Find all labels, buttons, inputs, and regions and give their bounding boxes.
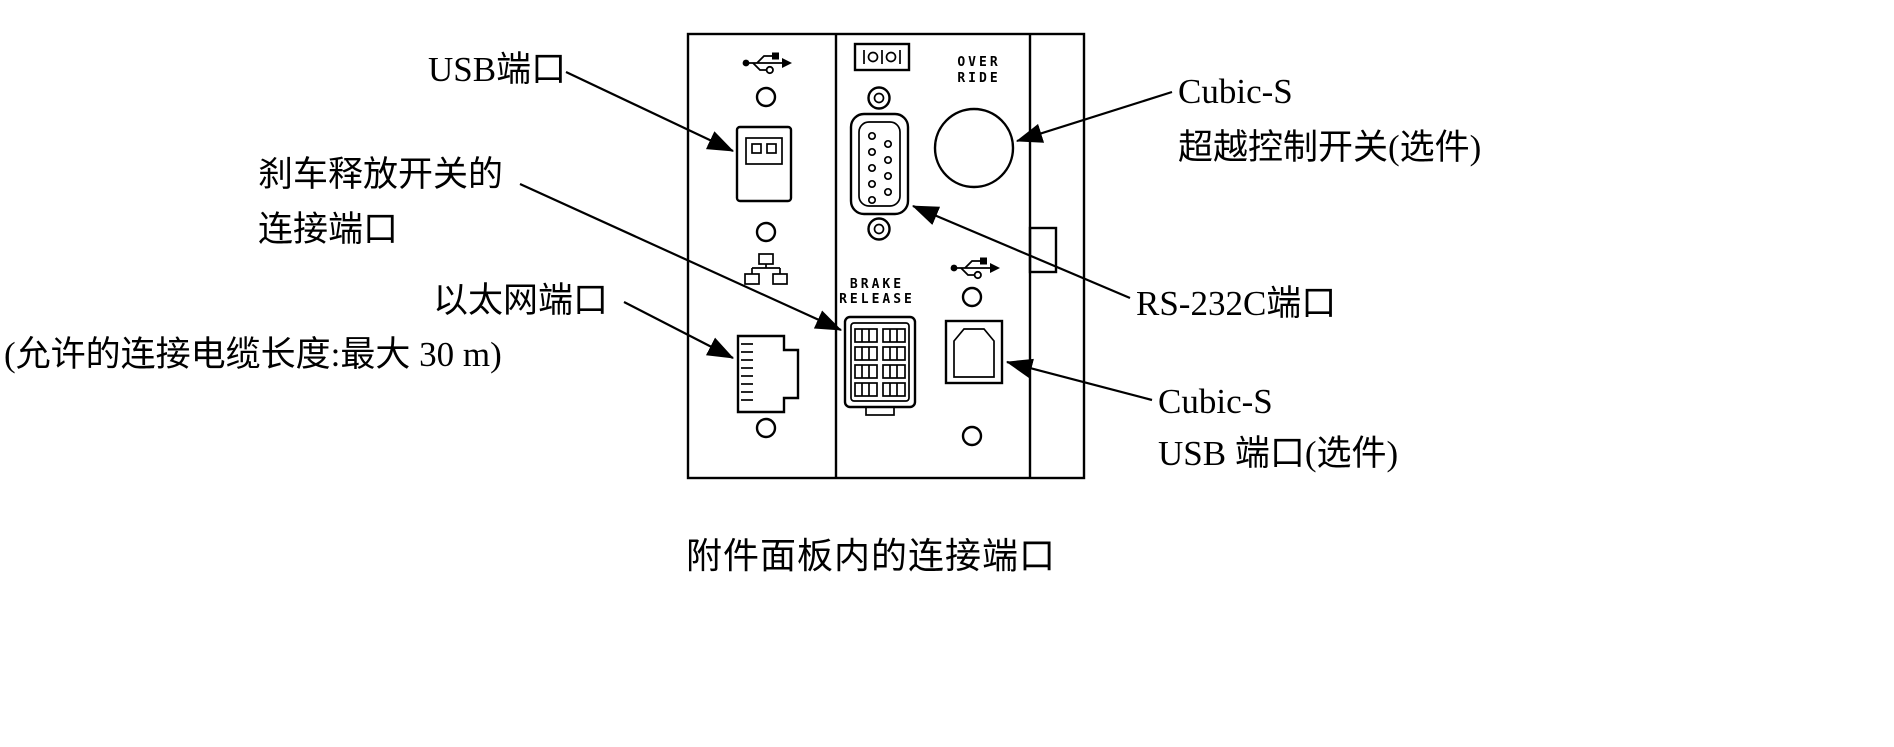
brake-release-connector xyxy=(843,315,917,416)
panel-outline xyxy=(686,32,1086,480)
label-override-line2: 超越控制开关(选件) xyxy=(1178,128,1482,167)
override-text-line1: OVER xyxy=(957,55,1000,70)
override-switch xyxy=(933,107,1015,189)
label-usb-port: USB端口 xyxy=(428,50,567,89)
screw-hole xyxy=(755,221,777,243)
screw-hole xyxy=(755,417,777,439)
label-ethernet-port: 以太网端口 xyxy=(433,281,609,320)
ethernet-port xyxy=(736,334,800,414)
ethernet-icon xyxy=(744,253,788,285)
usb-b-port xyxy=(944,319,1004,385)
usb-a-port xyxy=(735,125,793,203)
brake-release-arrow xyxy=(519,182,843,332)
rs232c-arrow xyxy=(911,204,1131,300)
callout-arrows xyxy=(519,71,1173,402)
screw-hole xyxy=(961,425,983,447)
screw-hole xyxy=(961,286,983,308)
figure-caption: 附件面板内的连接端口 xyxy=(686,536,1057,576)
rs232c-connector xyxy=(849,86,910,241)
usb-port-arrow xyxy=(565,71,734,152)
label-cubic-usb-line2: USB 端口(选件) xyxy=(1158,434,1399,473)
screw-hole xyxy=(755,86,777,108)
label-ethernet-note: (允许的连接电缆长度:最大 30 m) xyxy=(4,335,502,374)
usb-icon xyxy=(741,51,793,75)
label-brake-line2: 连接端口 xyxy=(258,210,399,249)
override-switch-arrow xyxy=(1015,90,1173,143)
brake-release-text-line1: BRAKE xyxy=(850,277,904,292)
brake-release-text-line2: RELEASE xyxy=(839,292,915,307)
ethernet-port-arrow xyxy=(623,301,734,359)
label-cubic-usb-line1: Cubic-S xyxy=(1158,382,1273,421)
override-text-line2: RIDE xyxy=(957,71,1000,86)
serial-port-icon xyxy=(853,42,911,72)
cubic-usb-arrow xyxy=(1005,358,1153,402)
usb-icon xyxy=(949,256,1001,280)
label-rs232c-port: RS-232C端口 xyxy=(1136,284,1337,323)
label-brake-line1: 刹车释放开关的 xyxy=(258,155,504,194)
label-override-line1: Cubic-S xyxy=(1178,72,1293,111)
